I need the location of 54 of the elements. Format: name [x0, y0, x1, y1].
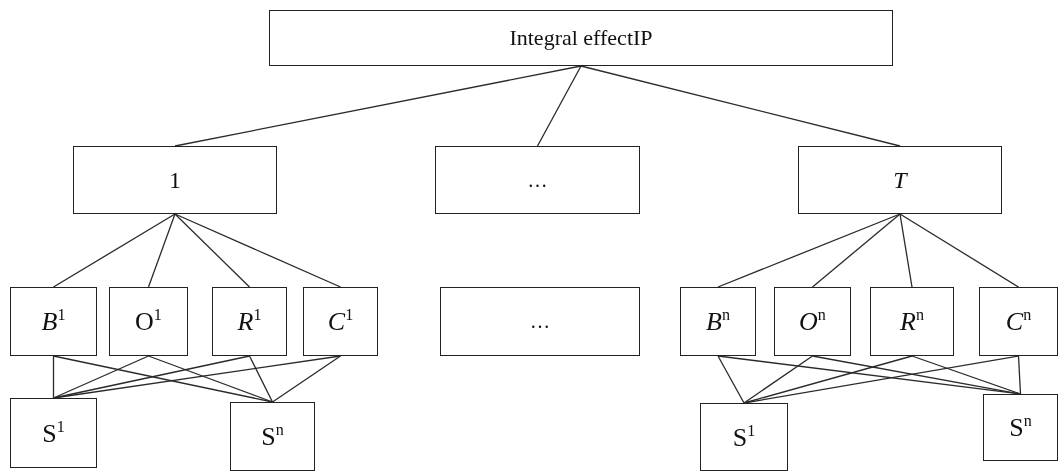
- connector-line: [248, 355, 274, 403]
- process-box: [700, 403, 788, 471]
- node-label: S$^{n}$: [1009, 412, 1032, 443]
- process-box: [435, 146, 640, 214]
- connector-line: [911, 355, 1022, 395]
- connector-line: [717, 213, 901, 288]
- process-box: [212, 287, 287, 356]
- connector-line: [174, 213, 342, 288]
- process-box: [230, 402, 315, 471]
- node-label: R$^{1}$: [237, 306, 262, 337]
- connector-line: [52, 355, 55, 399]
- process-box: [269, 10, 893, 66]
- connector-line: [899, 213, 1020, 288]
- node-label: …: [527, 168, 548, 192]
- node-label: O$^{1}$: [135, 306, 162, 337]
- node-label: 1: [169, 166, 181, 194]
- connector-line: [174, 213, 251, 288]
- connector-line: [743, 355, 814, 404]
- connector-line: [899, 213, 913, 288]
- node-label: B$^{n}$: [706, 306, 730, 337]
- process-box: [109, 287, 188, 356]
- node-label: C$^{1}$: [327, 306, 354, 337]
- node-label: T: [893, 166, 907, 194]
- connector-line: [1017, 355, 1022, 395]
- node-label: …: [530, 310, 550, 333]
- connector-line: [147, 355, 274, 403]
- connector-line: [52, 355, 150, 399]
- connector-line: [174, 65, 582, 147]
- process-box: [774, 287, 851, 356]
- process-box: [798, 146, 1002, 214]
- node-label: R$^{n}$: [900, 306, 924, 337]
- process-box: [979, 287, 1058, 356]
- connector-line: [147, 213, 176, 288]
- connector-line: [271, 355, 342, 403]
- process-box: [680, 287, 756, 356]
- process-box: [303, 287, 378, 356]
- process-box: [10, 287, 97, 356]
- node-label: B$^{1}$: [41, 306, 66, 337]
- process-box: [870, 287, 954, 356]
- node-label: Integral effectIP: [509, 25, 653, 51]
- connector-line: [536, 65, 582, 147]
- node-label: C$^{n}$: [1005, 306, 1032, 337]
- process-box: [73, 146, 277, 214]
- connector-line: [52, 213, 176, 288]
- process-box: [440, 287, 640, 356]
- node-label: S$^{1}$: [42, 417, 65, 449]
- connector-line: [717, 355, 745, 404]
- process-box: [10, 398, 97, 468]
- node-label: S$^{1}$: [732, 421, 756, 453]
- connector-line: [580, 65, 901, 147]
- process-box: [983, 394, 1058, 461]
- node-label: S$^{n}$: [261, 421, 284, 452]
- connector-line: [811, 213, 901, 288]
- node-label: O$^{n}$: [799, 306, 826, 337]
